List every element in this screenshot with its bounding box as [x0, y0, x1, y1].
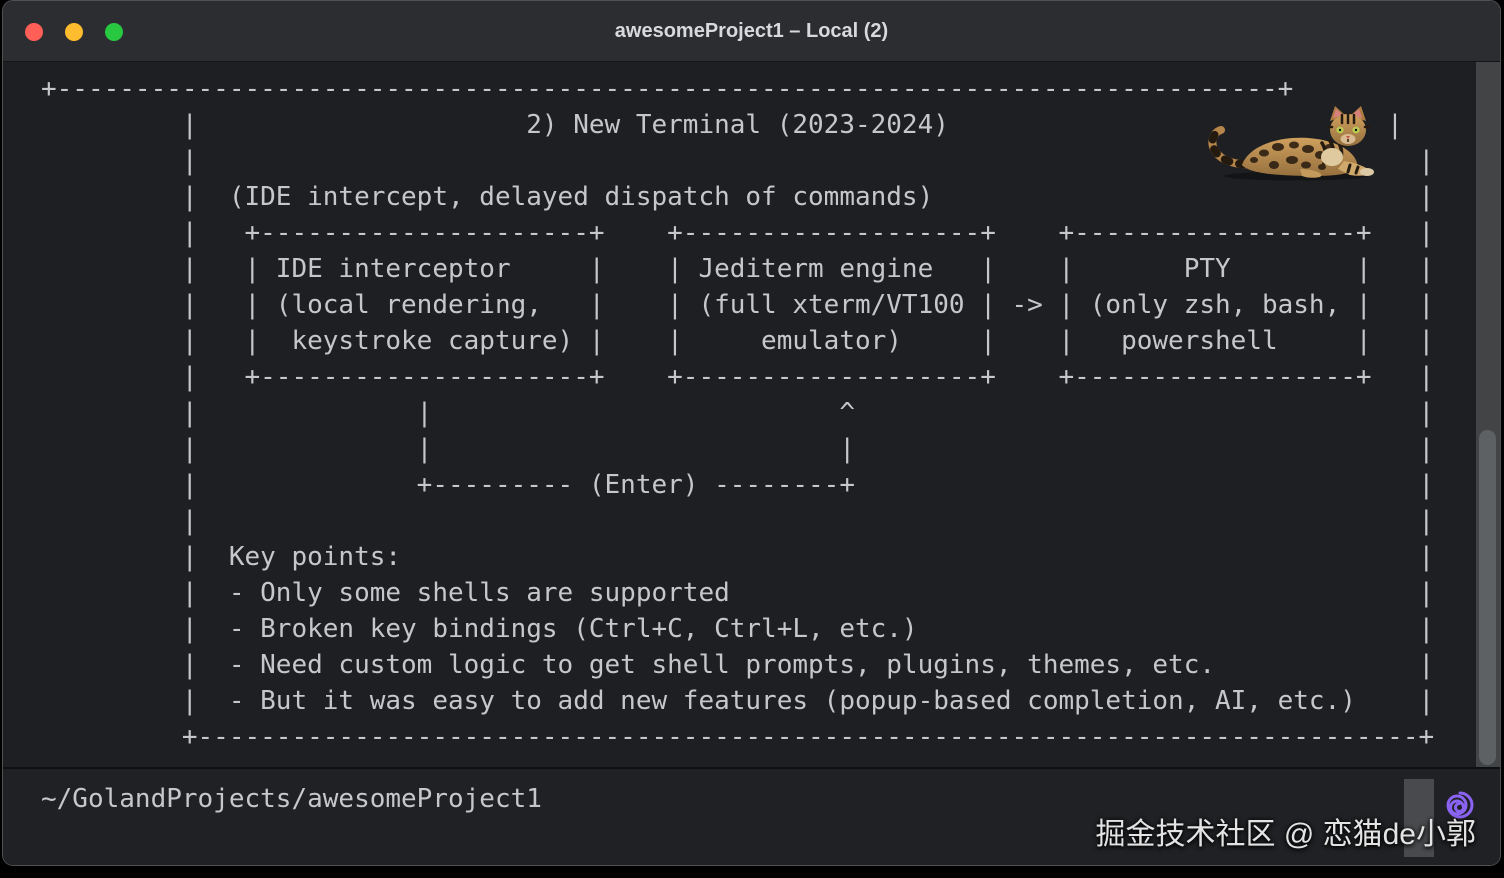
- scrollbar-thumb[interactable]: [1479, 430, 1496, 765]
- panel-scrollbar-thumb[interactable]: [1404, 779, 1434, 857]
- watermark: 掘金技术社区 @ 恋猫de小郭: [1095, 818, 1477, 851]
- current-directory: ~/GolandProjects/awesomeProject1: [41, 784, 542, 814]
- ascii-art: +---------------------------------------…: [41, 74, 1435, 752]
- title-bar: awesomeProject1 – Local (2): [3, 1, 1500, 62]
- terminal-content[interactable]: +---------------------------------------…: [3, 62, 1500, 769]
- close-button[interactable]: [25, 23, 43, 41]
- juejin-logo-icon: [1446, 791, 1474, 819]
- scrollbar-track[interactable]: [1476, 62, 1500, 769]
- status-bar: ~/GolandProjects/awesomeProject1 掘金技术社区 …: [3, 767, 1500, 865]
- minimize-button[interactable]: [65, 23, 83, 41]
- zoom-button[interactable]: [105, 23, 123, 41]
- window-title: awesomeProject1 – Local (2): [614, 20, 889, 42]
- cat-image: [1208, 106, 1374, 181]
